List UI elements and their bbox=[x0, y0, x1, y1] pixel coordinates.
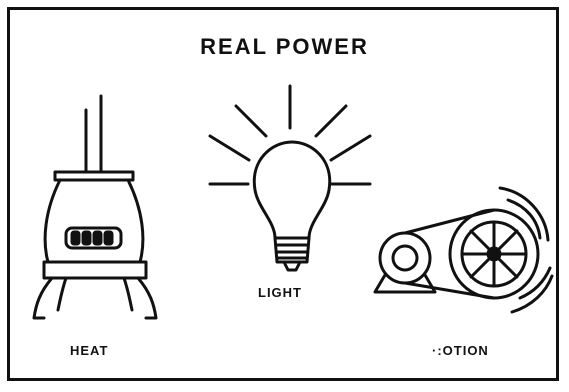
motor-pulley-icon bbox=[375, 188, 552, 312]
light-label: LIGHT bbox=[258, 285, 302, 300]
heat-label: HEAT bbox=[70, 343, 108, 358]
stove-icon bbox=[34, 96, 156, 318]
light-bulb-icon bbox=[210, 86, 370, 270]
motion-label: ·:OTION bbox=[432, 343, 489, 358]
